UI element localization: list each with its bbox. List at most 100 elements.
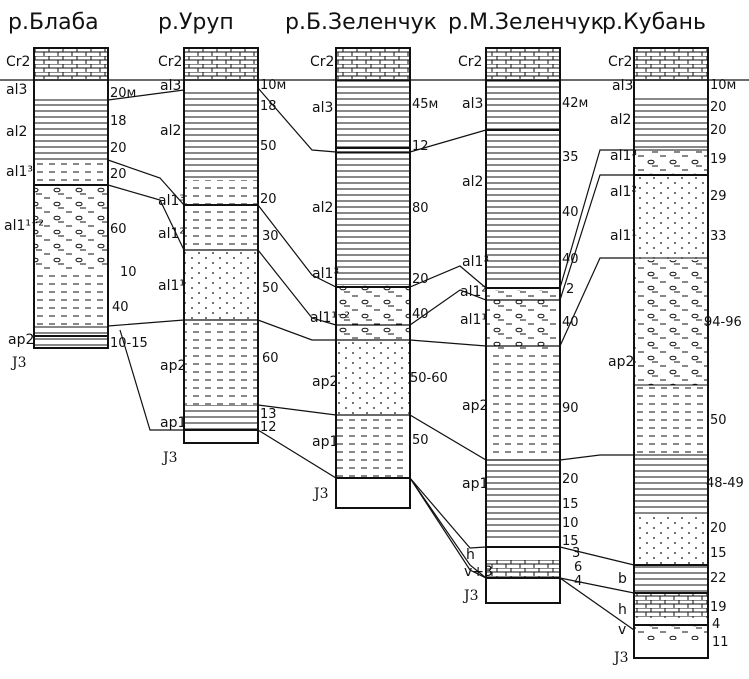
- unit-thickness: 30: [262, 229, 279, 244]
- unit-label: al1²: [610, 184, 637, 200]
- unit-thickness: 42м: [562, 96, 588, 111]
- correlation-line-ap1-wedge: [119, 329, 184, 431]
- unit-label: al1¹: [610, 228, 637, 244]
- section-column-blaba: [33, 47, 109, 349]
- unit-label: al1¹: [158, 278, 185, 294]
- unit-label: ap2: [312, 374, 338, 390]
- unit-thickness: 18: [110, 114, 127, 129]
- unit-thickness: 19: [710, 600, 727, 615]
- unit-label: h: [466, 547, 475, 563]
- unit-thickness: 60: [262, 351, 279, 366]
- unit-thickness: 22: [710, 571, 727, 586]
- unit-label: al2: [160, 123, 181, 139]
- column-top-label: Cr2: [310, 54, 334, 70]
- unit-thickness: 45м: [412, 97, 438, 112]
- unit-label: al1³: [158, 193, 185, 209]
- column-top-label: Cr2: [158, 54, 182, 70]
- column-title-blaba: р.Блаба: [8, 10, 99, 35]
- column-top-label: Cr2: [608, 54, 632, 70]
- unit-label: ap2: [462, 398, 488, 414]
- column-top-label: Cr2: [6, 54, 30, 70]
- column-title-urup: р.Уруп: [158, 10, 234, 35]
- unit-label: al2: [610, 112, 631, 128]
- unit-thickness: 4: [712, 617, 720, 632]
- correlation-line-ap1-top: [257, 404, 634, 461]
- unit-thickness: 6: [574, 560, 582, 575]
- unit-label: ap1: [462, 476, 488, 492]
- unit-thickness: 50-60: [410, 371, 448, 386]
- unit-label: ap2: [160, 358, 186, 374]
- unit-thickness: 35: [562, 150, 579, 165]
- column-title-m-zelenchuk: р.М.Зеленчук: [448, 10, 604, 35]
- unit-label: al1³: [6, 164, 33, 180]
- unit-thickness: 19: [710, 152, 727, 167]
- correlation-line-al1-top: [107, 149, 634, 289]
- unit-label: al1³: [462, 254, 489, 270]
- unit-label: v: [618, 622, 626, 638]
- unit-thickness: 18: [260, 99, 277, 114]
- unit-label: al3: [612, 78, 633, 94]
- unit-thickness: 15: [562, 497, 579, 512]
- unit-thickness: 20: [710, 123, 727, 138]
- correlation-line-b: [409, 477, 635, 566]
- unit-thickness: 3: [572, 546, 580, 561]
- unit-thickness: 20: [412, 272, 429, 287]
- unit-label: al3: [6, 82, 27, 98]
- column-base-label: J3: [161, 450, 178, 466]
- column-base-label: J3: [612, 650, 629, 666]
- correlation-line-ap2-top: [107, 257, 634, 347]
- column-base-label: J3: [10, 355, 27, 371]
- unit-thickness: 10: [562, 516, 579, 531]
- column-title-kuban: р.Кубань: [602, 10, 706, 35]
- unit-label: al1³: [312, 266, 339, 282]
- unit-label: al3: [462, 96, 483, 112]
- section-column-kuban: [633, 47, 709, 659]
- unit-thickness: 20: [110, 141, 127, 156]
- unit-thickness: 40: [412, 307, 429, 322]
- unit-thickness: 29: [710, 189, 727, 204]
- column-base-label: J3: [312, 486, 329, 502]
- unit-label: al2: [6, 124, 27, 140]
- unit-thickness: 15: [562, 534, 579, 549]
- unit-thickness: 11: [712, 635, 729, 650]
- correlation-line-al3-base: [107, 89, 185, 101]
- correlation-lines: [0, 79, 749, 631]
- unit-thickness: 10м: [710, 78, 736, 93]
- unit-thickness: 12: [260, 420, 277, 435]
- unit-label: al2: [312, 200, 333, 216]
- unit-thickness: 20: [110, 167, 127, 182]
- unit-label: al1³: [610, 148, 637, 164]
- unit-label: al1²: [158, 226, 185, 242]
- unit-thickness: 50: [412, 433, 429, 448]
- unit-thickness: 60: [110, 222, 127, 237]
- unit-label: al1²: [460, 284, 487, 300]
- unit-label: h: [618, 602, 627, 618]
- unit-label: al1¹: [460, 312, 487, 328]
- unit-thickness: 20: [562, 472, 579, 487]
- unit-thickness: 50: [710, 413, 727, 428]
- unit-thickness: 10: [120, 265, 137, 280]
- unit-label: b: [618, 571, 627, 587]
- unit-label: al1¹⁻²: [310, 310, 350, 326]
- section-column-m-zelenchuk: [485, 47, 561, 604]
- unit-thickness: 10-15: [110, 336, 148, 351]
- unit-thickness: 20: [710, 100, 727, 115]
- unit-thickness: 90: [562, 401, 579, 416]
- unit-thickness: 48-49: [706, 476, 744, 491]
- unit-label: al3: [160, 78, 181, 94]
- correlation-line-h: [409, 477, 635, 594]
- unit-thickness: 50: [260, 139, 277, 154]
- unit-label: ap1: [160, 415, 186, 431]
- column-top-label: Cr2: [458, 54, 482, 70]
- correlation-line-al3-base: [257, 87, 487, 153]
- column-base-label: J3: [462, 588, 479, 604]
- section-column-urup: [183, 47, 259, 444]
- unit-label: ap2: [608, 354, 634, 370]
- unit-thickness: 2: [566, 282, 574, 297]
- unit-label: al1¹⁻²: [4, 218, 44, 234]
- unit-thickness: 13: [260, 407, 277, 422]
- unit-thickness: 80: [412, 201, 429, 216]
- unit-thickness: 94-96: [704, 315, 742, 330]
- correlation-line-al1-mid: [107, 174, 634, 326]
